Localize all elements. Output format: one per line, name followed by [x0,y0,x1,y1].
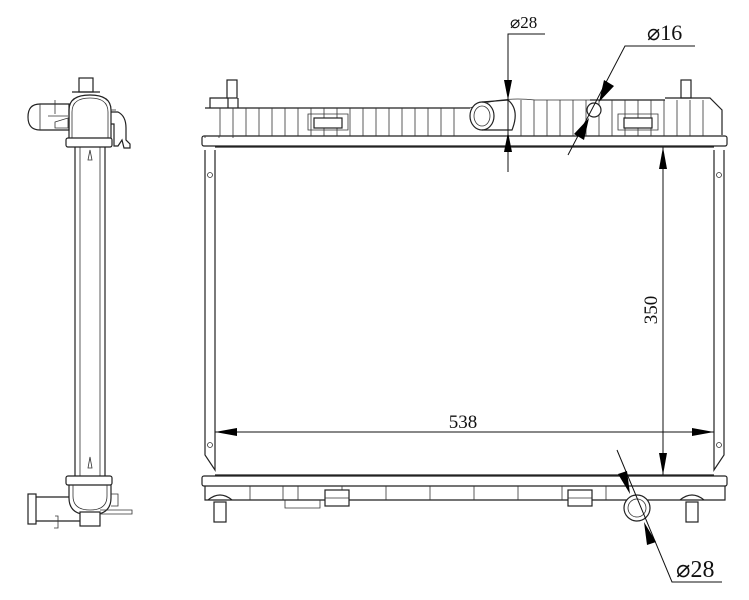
side-view [27,77,133,529]
front-view [201,79,728,523]
height-label: 350 [641,296,662,325]
bottom-tank-ribs [249,486,607,500]
dimension-height: 350 [641,147,667,475]
dimension-cap: ⌀16 [567,20,695,156]
outlet-bottom-diameter-label: ⌀28 [676,557,714,583]
dimension-inlet-top: ⌀28 [504,13,545,172]
dimension-width: 538 [215,412,714,436]
width-label: 538 [449,412,478,433]
inlet-top-diameter-label: ⌀28 [510,13,537,32]
dimension-outlet-bottom: ⌀28 [616,449,722,583]
cap-diameter-label: ⌀16 [647,20,682,45]
